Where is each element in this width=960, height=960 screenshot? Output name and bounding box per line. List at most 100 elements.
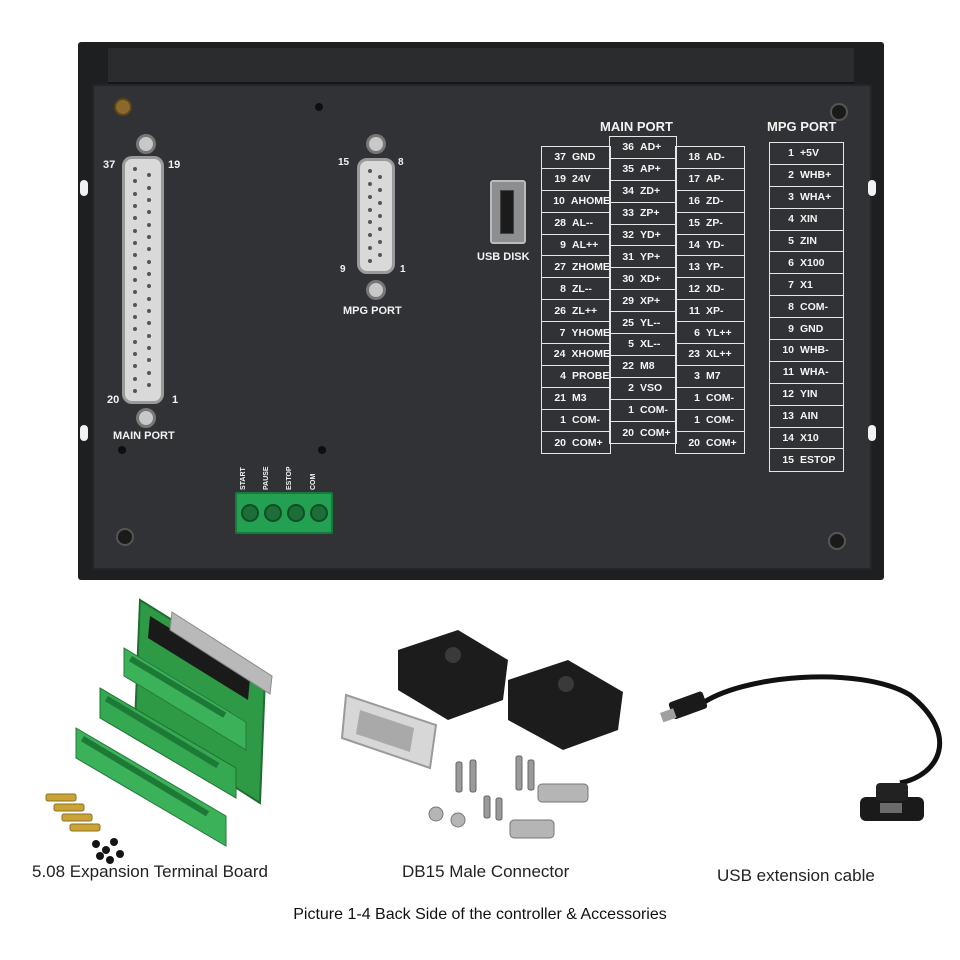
panel-screw <box>116 528 134 546</box>
usb-disk-port <box>490 180 526 244</box>
pin-number: 29 <box>622 294 634 307</box>
connector-pin <box>147 308 151 313</box>
pin-number: 19 <box>554 173 566 186</box>
connector-pin <box>133 389 137 393</box>
pin-number: 8 <box>788 300 794 313</box>
side-notch <box>868 425 876 441</box>
pin-signal: ZD- <box>706 195 724 208</box>
pin-signal: ZP- <box>706 217 723 230</box>
pin-signal: M8 <box>640 360 655 373</box>
connector-pin <box>147 296 151 301</box>
pin-signal: XIN <box>800 213 818 226</box>
pin-number: 10 <box>553 195 565 208</box>
connector-pin <box>368 169 372 173</box>
pin-number: 37 <box>554 151 566 164</box>
pin-number: 10 <box>782 344 794 357</box>
pin-signal: YP+ <box>640 250 661 263</box>
pinout-row: 20 COM+ <box>676 432 744 454</box>
db37-connector <box>122 156 164 404</box>
pin-number: 7 <box>788 278 794 291</box>
pin-signal: COM- <box>640 404 668 417</box>
usb-disk-label: USB DISK <box>477 251 530 263</box>
pin-number: 15 <box>782 454 794 467</box>
pin-number: 7 <box>559 326 566 339</box>
pin-number: 1 <box>788 147 794 160</box>
connector-pin <box>133 278 137 282</box>
pin-number: 17 <box>688 173 700 186</box>
pin-number: 12 <box>782 388 794 401</box>
pin-number: 2 <box>628 382 634 395</box>
connector-pin <box>147 259 151 264</box>
connector-pin <box>368 207 372 212</box>
db15-standoff-top <box>366 134 386 154</box>
connector-pin <box>147 234 151 239</box>
mount-hole <box>118 446 126 454</box>
pin-signal: ZL++ <box>572 304 598 317</box>
pin-signal: COM- <box>572 414 600 427</box>
terminal-screw <box>241 504 259 522</box>
pin-signal: XD+ <box>640 272 661 285</box>
pin-number: 13 <box>688 260 700 273</box>
connector-pin <box>378 214 382 218</box>
pin-signal: ZHOME <box>572 260 610 273</box>
pinout-row: 29 XP+ <box>610 290 676 313</box>
pin-number: 14 <box>782 432 794 445</box>
pin-number: 4 <box>560 370 566 383</box>
connector-pin <box>133 167 137 171</box>
pin-number: 6 <box>694 326 700 339</box>
pin-signal: YD+ <box>640 229 661 241</box>
db37-standoff-bottom <box>136 408 156 428</box>
db15-connector-caption: DB15 Male Connector <box>402 862 570 881</box>
pin-number: 20 <box>688 436 700 449</box>
connector-pin <box>147 284 151 289</box>
pinout-row: 19 24V <box>542 169 610 191</box>
pin-signal: YP- <box>706 260 724 273</box>
connector-pin <box>378 239 382 244</box>
connector-pin <box>133 253 137 258</box>
pin-number: 3 <box>788 191 794 204</box>
db37-pin-19-label: 19 <box>168 159 181 171</box>
pin-number: 18 <box>688 151 700 164</box>
pin-signal: COM- <box>706 414 734 427</box>
mpg-port-table-title: MPG PORT <box>767 119 837 134</box>
pin-signal: 24V <box>572 173 591 186</box>
connector-pin <box>133 352 137 356</box>
pinout-row: 1+5V <box>770 143 843 165</box>
pin-signal: XD- <box>706 282 725 295</box>
pin-signal: COM+ <box>706 436 737 449</box>
pin-signal: AD- <box>706 151 725 164</box>
pin-signal: WHB+ <box>800 169 832 182</box>
connector-pin <box>133 265 137 270</box>
pin-signal: M7 <box>706 370 721 383</box>
side-notch <box>868 180 876 196</box>
main-port-label: MAIN PORT <box>113 430 175 442</box>
mpg-port-label: MPG PORT <box>343 305 402 317</box>
pin-number: 34 <box>622 185 634 198</box>
connector-pin <box>133 302 137 307</box>
pin-signal: ESTOP <box>800 454 836 467</box>
mount-hole <box>318 446 326 454</box>
io-terminal-block <box>235 492 333 534</box>
pin-signal: YL-- <box>640 316 661 329</box>
panel-face <box>92 84 872 570</box>
connector-pin <box>147 321 151 326</box>
pin-signal: XP+ <box>640 294 661 307</box>
